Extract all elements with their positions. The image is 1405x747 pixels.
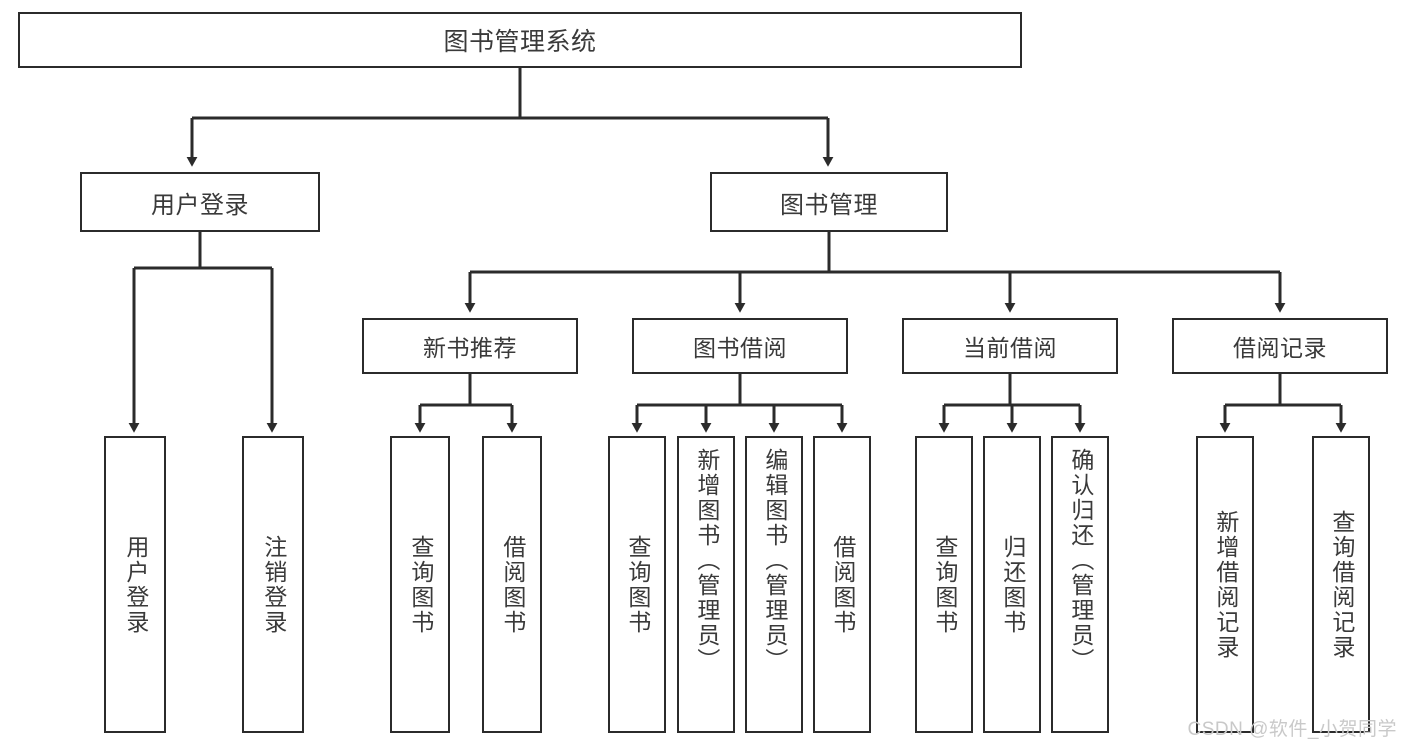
node-leaf-logout-login-label: 注销登录 — [260, 534, 287, 635]
node-leaf-user-login-label: 用户登录 — [122, 534, 149, 635]
node-borrow-record[interactable]: 借阅记录 — [1172, 318, 1388, 374]
node-root-label: 图书管理系统 — [443, 28, 597, 56]
node-leaf-query-book-2[interactable]: 查询图书 — [608, 436, 666, 733]
node-user-login[interactable]: 用户登录 — [80, 172, 320, 232]
node-leaf-query-book-1-label: 查询图书 — [407, 534, 434, 635]
node-leaf-return-book[interactable]: 归还图书 — [983, 436, 1041, 733]
node-leaf-borrow-book-2[interactable]: 借阅图书 — [813, 436, 871, 733]
node-leaf-query-book-2-label: 查询图书 — [624, 534, 651, 635]
node-leaf-edit-book[interactable]: 编辑图书（管理员） — [745, 436, 803, 733]
node-leaf-confirm-return-label: 确认归还（管理员） — [1067, 448, 1094, 673]
node-leaf-query-book-3-label: 查询图书 — [931, 534, 958, 635]
node-book-manage-label: 图书管理 — [780, 191, 878, 219]
watermark: CSDN @软件_小贺同学 — [1187, 719, 1397, 740]
node-new-book-recommend[interactable]: 新书推荐 — [362, 318, 578, 374]
node-leaf-add-book-label: 新增图书（管理员） — [693, 448, 720, 673]
node-book-borrow-label: 图书借阅 — [693, 335, 787, 361]
node-current-borrow[interactable]: 当前借阅 — [902, 318, 1118, 374]
node-leaf-borrow-book-1-label: 借阅图书 — [499, 534, 526, 635]
node-leaf-return-book-label: 归还图书 — [999, 534, 1026, 635]
node-new-book-recommend-label: 新书推荐 — [423, 335, 517, 361]
node-user-login-label: 用户登录 — [151, 191, 249, 219]
node-leaf-edit-book-label: 编辑图书（管理员） — [761, 448, 788, 673]
node-current-borrow-label: 当前借阅 — [963, 335, 1057, 361]
node-leaf-borrow-book-1[interactable]: 借阅图书 — [482, 436, 542, 733]
node-leaf-query-record[interactable]: 查询借阅记录 — [1312, 436, 1370, 733]
node-leaf-query-book-1[interactable]: 查询图书 — [390, 436, 450, 733]
node-leaf-user-login[interactable]: 用户登录 — [104, 436, 166, 733]
node-book-borrow[interactable]: 图书借阅 — [632, 318, 848, 374]
node-leaf-add-record-label: 新增借阅记录 — [1212, 509, 1239, 660]
node-leaf-add-book[interactable]: 新增图书（管理员） — [677, 436, 735, 733]
node-root[interactable]: 图书管理系统 — [18, 12, 1022, 68]
node-leaf-borrow-book-2-label: 借阅图书 — [829, 534, 856, 635]
node-leaf-add-record[interactable]: 新增借阅记录 — [1196, 436, 1254, 733]
node-borrow-record-label: 借阅记录 — [1233, 335, 1327, 361]
node-leaf-query-record-label: 查询借阅记录 — [1328, 509, 1355, 660]
node-book-manage[interactable]: 图书管理 — [710, 172, 948, 232]
node-leaf-confirm-return[interactable]: 确认归还（管理员） — [1051, 436, 1109, 733]
node-leaf-logout-login[interactable]: 注销登录 — [242, 436, 304, 733]
node-leaf-query-book-3[interactable]: 查询图书 — [915, 436, 973, 733]
